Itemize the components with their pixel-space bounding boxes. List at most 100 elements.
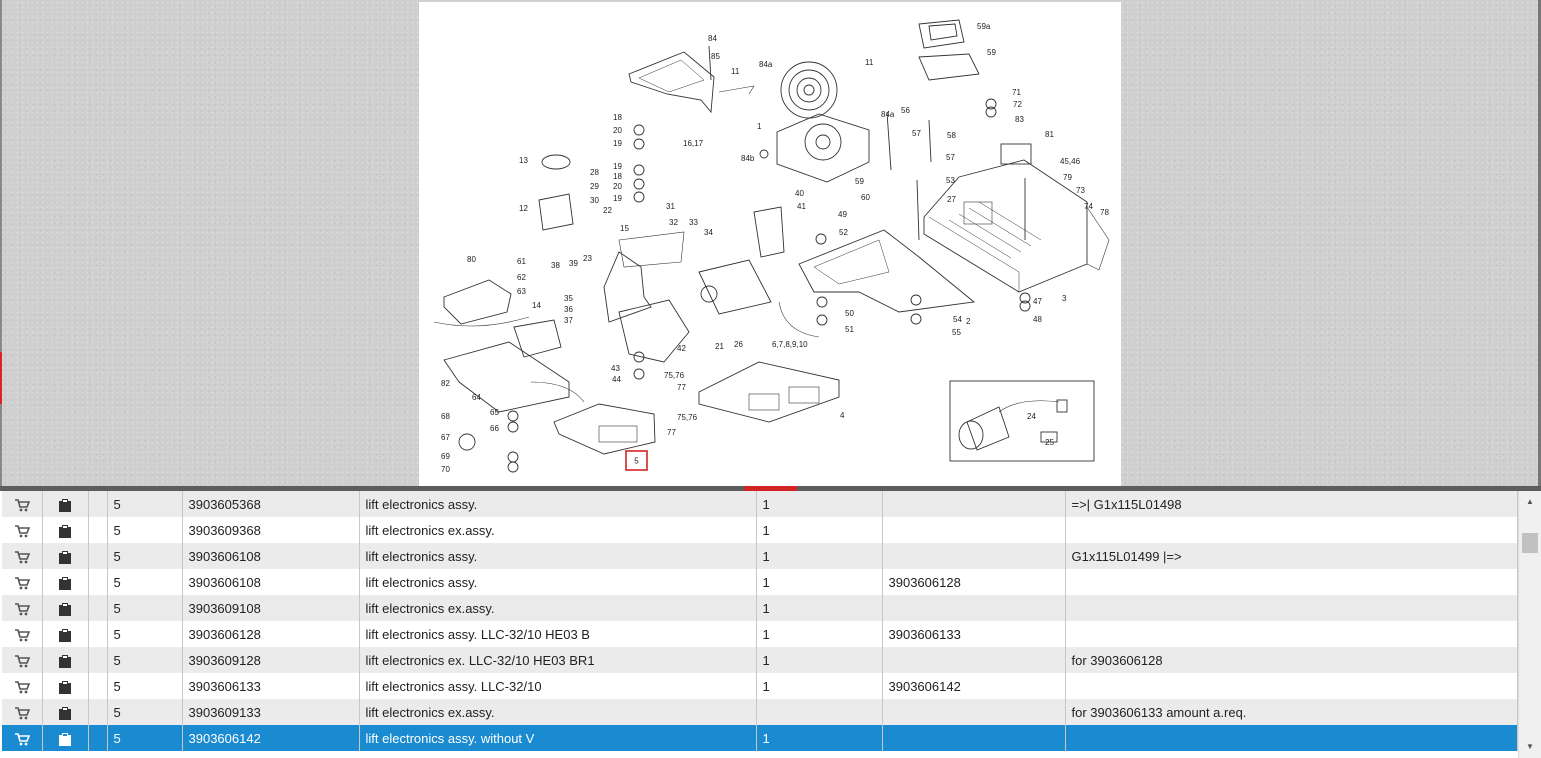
clipboard-icon[interactable] xyxy=(58,496,72,512)
clipboard-icon[interactable] xyxy=(58,678,72,694)
callout-label[interactable]: 77 xyxy=(667,428,676,437)
callout-label[interactable]: 22 xyxy=(603,206,612,215)
callout-label[interactable]: 66 xyxy=(490,424,499,433)
callout-label[interactable]: 75,76 xyxy=(677,413,698,422)
callout-label[interactable]: 13 xyxy=(519,156,528,165)
clipboard-cell[interactable] xyxy=(42,647,89,673)
callout-label[interactable]: 61 xyxy=(517,257,526,266)
highlighted-callout-box[interactable] xyxy=(625,450,648,471)
callout-label[interactable]: 3 xyxy=(1062,294,1067,303)
callout-label[interactable]: 41 xyxy=(797,202,806,211)
callout-label[interactable]: 49 xyxy=(838,210,847,219)
callout-label[interactable]: 84a xyxy=(759,60,773,69)
callout-label[interactable]: 59 xyxy=(855,177,864,186)
clipboard-icon[interactable] xyxy=(58,574,72,590)
callout-label[interactable]: 21 xyxy=(715,342,724,351)
cart-cell[interactable] xyxy=(2,621,43,647)
scroll-thumb[interactable] xyxy=(1522,533,1538,553)
callout-label[interactable]: 56 xyxy=(901,106,910,115)
callout-label[interactable]: 84b xyxy=(741,154,755,163)
callout-label[interactable]: 32 xyxy=(669,218,678,227)
callout-label[interactable]: 80 xyxy=(467,255,476,264)
callout-label[interactable]: 84 xyxy=(708,34,717,43)
callout-label[interactable]: 57 xyxy=(946,153,955,162)
callout-label[interactable]: 81 xyxy=(1045,130,1054,139)
cart-cell[interactable] xyxy=(2,673,43,699)
callout-label[interactable]: 72 xyxy=(1013,100,1022,109)
callout-label[interactable]: 58 xyxy=(947,131,956,140)
clipboard-cell[interactable] xyxy=(42,595,89,621)
callout-label[interactable]: 29 xyxy=(590,182,599,191)
callout-label[interactable]: 30 xyxy=(590,196,599,205)
cart-cell[interactable] xyxy=(2,699,43,725)
callout-label[interactable]: 54 xyxy=(953,315,962,324)
callout-label[interactable]: 64 xyxy=(472,393,481,402)
callout-label[interactable]: 79 xyxy=(1063,173,1072,182)
callout-label[interactable]: 69 xyxy=(441,452,450,461)
callout-label[interactable]: 65 xyxy=(490,408,499,417)
callout-label[interactable]: 62 xyxy=(517,273,526,282)
callout-label[interactable]: 52 xyxy=(839,228,848,237)
callout-label[interactable]: 24 xyxy=(1027,412,1036,421)
clipboard-icon[interactable] xyxy=(58,730,72,746)
clipboard-cell[interactable] xyxy=(42,569,89,595)
callout-label[interactable]: 1 xyxy=(757,122,762,131)
clipboard-cell[interactable] xyxy=(42,491,89,517)
callout-label[interactable]: 78 xyxy=(1100,208,1109,217)
callout-label[interactable]: 68 xyxy=(441,412,450,421)
callout-label[interactable]: 40 xyxy=(795,189,804,198)
callout-label[interactable]: 4 xyxy=(840,411,845,420)
clipboard-cell[interactable] xyxy=(42,517,89,543)
callout-label[interactable]: 27 xyxy=(947,195,956,204)
callout-label[interactable]: 82 xyxy=(441,379,450,388)
cart-icon[interactable] xyxy=(14,600,30,616)
callout-label[interactable]: 20 xyxy=(613,182,622,191)
highlighted-callout-label[interactable]: 5 xyxy=(634,457,639,466)
callout-label[interactable]: 59 xyxy=(987,48,996,57)
clipboard-icon[interactable] xyxy=(58,600,72,616)
callout-label[interactable]: 37 xyxy=(564,316,573,325)
callout-label[interactable]: 44 xyxy=(612,375,621,384)
clipboard-icon[interactable] xyxy=(58,522,72,538)
clipboard-icon[interactable] xyxy=(58,652,72,668)
callout-label[interactable]: 85 xyxy=(711,52,720,61)
callout-label[interactable]: 18 xyxy=(613,172,622,181)
callout-label[interactable]: 25 xyxy=(1045,438,1054,447)
callout-label[interactable]: 53 xyxy=(946,176,955,185)
cart-cell[interactable] xyxy=(2,491,43,517)
cart-icon[interactable] xyxy=(14,704,30,720)
cart-icon[interactable] xyxy=(14,496,30,512)
callout-label[interactable]: 18 xyxy=(613,113,622,122)
clipboard-cell[interactable] xyxy=(42,673,89,699)
cart-icon[interactable] xyxy=(14,548,30,564)
callout-label[interactable]: 83 xyxy=(1015,115,1024,124)
callout-label[interactable]: 74 xyxy=(1084,202,1093,211)
arrow-up-icon[interactable]: ▲ xyxy=(1526,497,1534,506)
callout-label[interactable]: 16,17 xyxy=(683,139,704,148)
callout-label[interactable]: 51 xyxy=(845,325,854,334)
table-scrollbar[interactable]: ▲ ▼ xyxy=(1518,491,1541,758)
callout-label[interactable]: 23 xyxy=(583,254,592,263)
callout-label[interactable]: 84a xyxy=(881,110,895,119)
callout-label[interactable]: 6,7,8,9,10 xyxy=(772,340,808,349)
cart-cell[interactable] xyxy=(2,543,43,569)
callout-label[interactable]: 19 xyxy=(613,162,622,171)
splitter-grip[interactable] xyxy=(744,486,797,491)
callout-label[interactable]: 60 xyxy=(861,193,870,202)
callout-label[interactable]: 26 xyxy=(734,340,743,349)
clipboard-cell[interactable] xyxy=(42,621,89,647)
callout-label[interactable]: 50 xyxy=(845,309,854,318)
callout-label[interactable]: 19 xyxy=(613,194,622,203)
callout-label[interactable]: 73 xyxy=(1076,186,1085,195)
cart-icon[interactable] xyxy=(14,574,30,590)
callout-label[interactable]: 59a xyxy=(977,22,991,31)
clipboard-cell[interactable] xyxy=(42,725,89,751)
callout-label[interactable]: 77 xyxy=(677,383,686,392)
